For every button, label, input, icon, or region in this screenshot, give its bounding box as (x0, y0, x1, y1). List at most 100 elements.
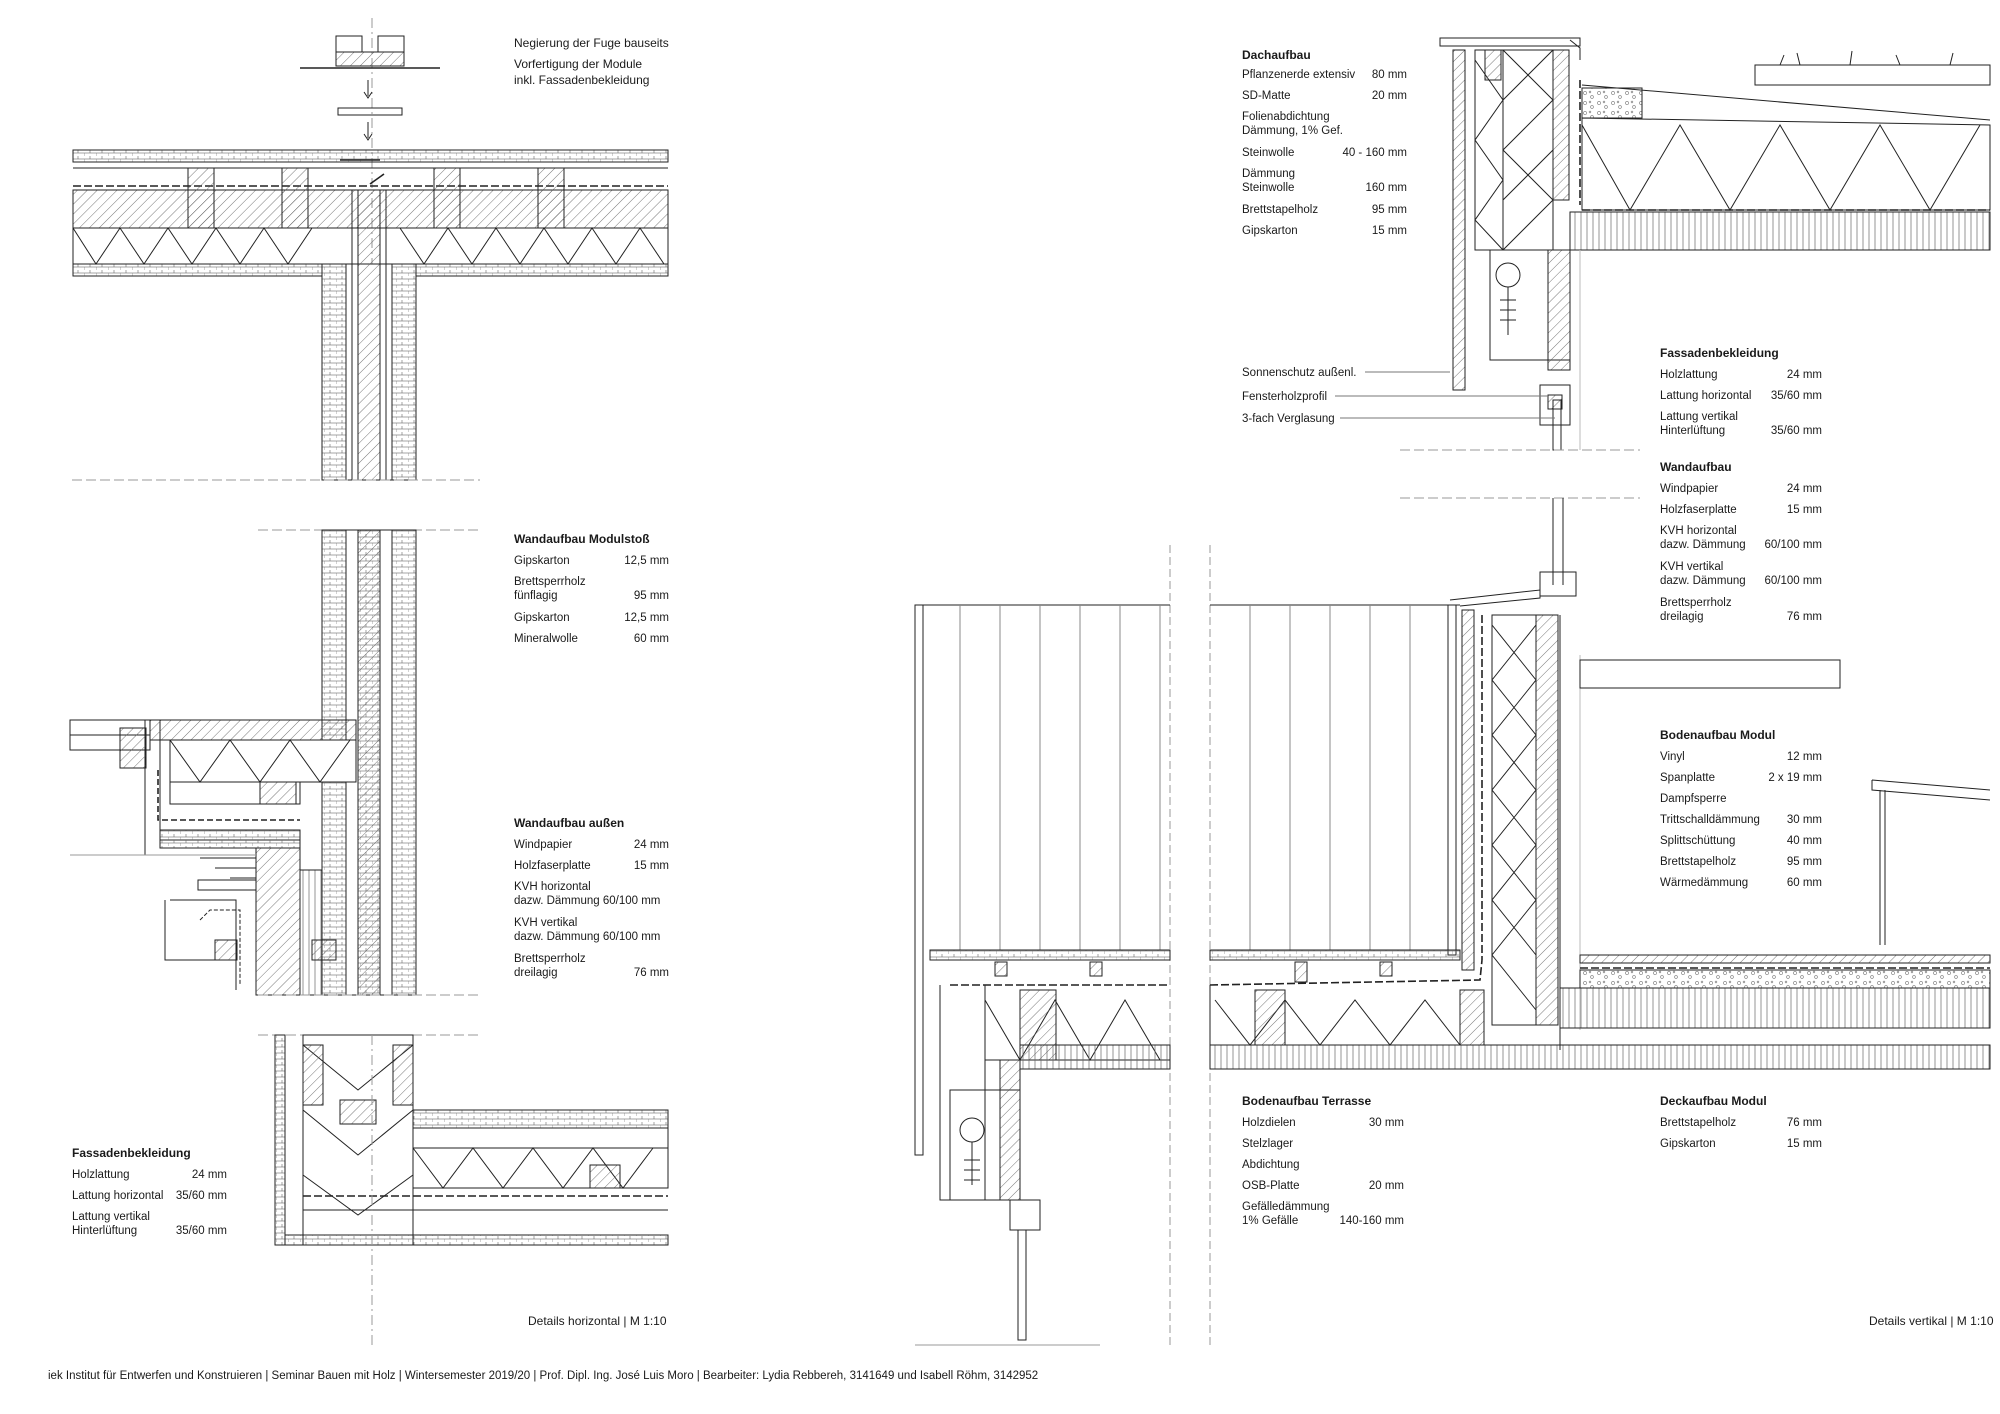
layer-thickness: 95 mm (1371, 204, 1407, 216)
layer-thickness: 30 mm (1368, 1117, 1404, 1129)
layer-material: Splittschüttung (1660, 835, 1736, 847)
layer-material: SD-Matte (1242, 90, 1291, 102)
layer-material: Pflanzenerde extensiv (1242, 69, 1356, 81)
layer-thickness: 15 mm (1371, 225, 1407, 237)
layer-thickness: 2 x 19 mm (1768, 772, 1822, 784)
layer-material: Brettstapelholz (1660, 856, 1737, 868)
layer-row: Brettstapelholz 95 mm (1242, 203, 1407, 224)
layer-thickness: 140-160 mm (1339, 1215, 1404, 1227)
layer-thickness: 76 mm (1786, 1117, 1822, 1129)
layer-material: Stelzlager (1242, 1138, 1294, 1150)
layer-material: Folienabdichtung Dämmung, 1% Gef. (1242, 111, 1343, 137)
layer-material: Gipskarton (514, 612, 570, 624)
layer-row: Lattung horizontal 35/60 mm (72, 1189, 227, 1210)
layer-material: Abdichtung (1242, 1159, 1300, 1171)
layer-material: Holzfaserplatte (1660, 504, 1737, 516)
layer-row: Gipskarton 12,5 mm (514, 611, 669, 632)
layer-thickness: 60 mm (1786, 877, 1822, 889)
label-verglasung: 3-fach Verglasung (1242, 413, 1335, 425)
note-joint-line3: inkl. Fassadenbekleidung (514, 73, 650, 87)
layer-row: Folienabdichtung Dämmung, 1% Gef. (1242, 110, 1407, 146)
layer-row: Gipskarton 15 mm (1242, 224, 1407, 245)
layer-thickness: 35/60 mm (1770, 425, 1822, 437)
layer-material: Dampfsperre (1660, 793, 1727, 805)
layer-row: Holzfaserplatte 15 mm (514, 859, 669, 880)
layer-row: Vinyl 12 mm (1660, 750, 1822, 771)
layer-thickness: 12,5 mm (624, 612, 669, 624)
module-joint-detail (72, 18, 669, 481)
layer-thickness: 24 mm (1786, 369, 1822, 381)
layer-row: Stelzlager (1242, 1137, 1404, 1158)
layer-material: Windpapier (514, 839, 573, 851)
layer-material: KVH horizontal dazw. Dämmung (1660, 525, 1746, 551)
layer-thickness: 60/100 mm (1764, 575, 1822, 587)
layer-material: Lattung horizontal (72, 1190, 164, 1202)
note-joint-line2: Vorfertigung der Module (514, 57, 643, 71)
layer-thickness: 35/60 mm (175, 1190, 227, 1202)
layer-material: Brettsperrholz dreilagig (514, 953, 586, 979)
note-joint-line1: Negierung der Fuge bauseits (514, 36, 669, 50)
layer-material: OSB-Platte (1242, 1180, 1300, 1192)
layer-thickness: 24 mm (633, 839, 669, 851)
scale-horizontal: Details horizontal | M 1:10 (528, 1314, 667, 1328)
layer-material: Brettstapelholz (1242, 204, 1319, 216)
layer-material: Steinwolle (1242, 147, 1295, 159)
layer-row: Pflanzenerde extensiv 80 mm (1242, 68, 1407, 89)
layer-material: Vinyl (1660, 751, 1685, 763)
layer-row: Windpapier 24 mm (514, 838, 669, 859)
layer-thickness: 76 mm (1786, 611, 1822, 623)
layer-material: Brettstapelholz (1660, 1117, 1737, 1129)
layer-material: Wärmedämmung (1660, 877, 1749, 889)
wall-bottom-detail (258, 1034, 669, 1345)
layer-row: KVH horizontal dazw. Dämmung 60/100 mm (514, 880, 669, 916)
layer-material: Gefälledämmung 1% Gefälle (1242, 1201, 1330, 1227)
layer-material: Windpapier (1660, 483, 1719, 495)
layer-material: Trittschalldämmung (1660, 814, 1760, 826)
layer-thickness: 35/60 mm (175, 1225, 227, 1237)
layer-thickness: 76 mm (633, 967, 669, 979)
layer-thickness: 160 mm (1365, 182, 1407, 194)
scale-vertical: Details vertikal | M 1:10 (1869, 1314, 1994, 1328)
label-sonnenschutz: Sonnenschutz außenl. (1242, 367, 1357, 379)
layer-material: Gipskarton (1242, 225, 1298, 237)
layer-row: Holzfaserplatte 15 mm (1660, 503, 1822, 524)
layer-material: Lattung vertikal Hinterlüftung (1660, 411, 1738, 437)
layer-thickness: 40 mm (1786, 835, 1822, 847)
layer-row: KVH vertikal dazw. Dämmung 60/100 mm (514, 916, 669, 952)
layer-thickness: 20 mm (1371, 90, 1407, 102)
layer-material: Holzdielen (1242, 1117, 1296, 1129)
layer-row: Brettsperrholz fünflagig 95 mm (514, 575, 669, 611)
layer-material: Holzlattung (72, 1169, 130, 1181)
layer-thickness: 12 mm (1786, 751, 1822, 763)
layer-row: Brettstapelholz 76 mm (1660, 1116, 1822, 1137)
layer-thickness: 24 mm (1786, 483, 1822, 495)
layer-material: Holzfaserplatte (514, 860, 591, 872)
layer-thickness: 15 mm (1786, 504, 1822, 516)
layer-thickness: 15 mm (633, 860, 669, 872)
layer-row: Splittschüttung 40 mm (1660, 834, 1822, 855)
layer-material: Holzlattung (1660, 369, 1718, 381)
layer-thickness: 35/60 mm (1770, 390, 1822, 402)
layer-thickness: 95 mm (633, 590, 669, 602)
layer-thickness: 30 mm (1786, 814, 1822, 826)
layer-thickness: 12,5 mm (624, 555, 669, 567)
layer-thickness: 80 mm (1371, 69, 1407, 81)
layer-material: Brettsperrholz fünflagig (514, 576, 586, 602)
